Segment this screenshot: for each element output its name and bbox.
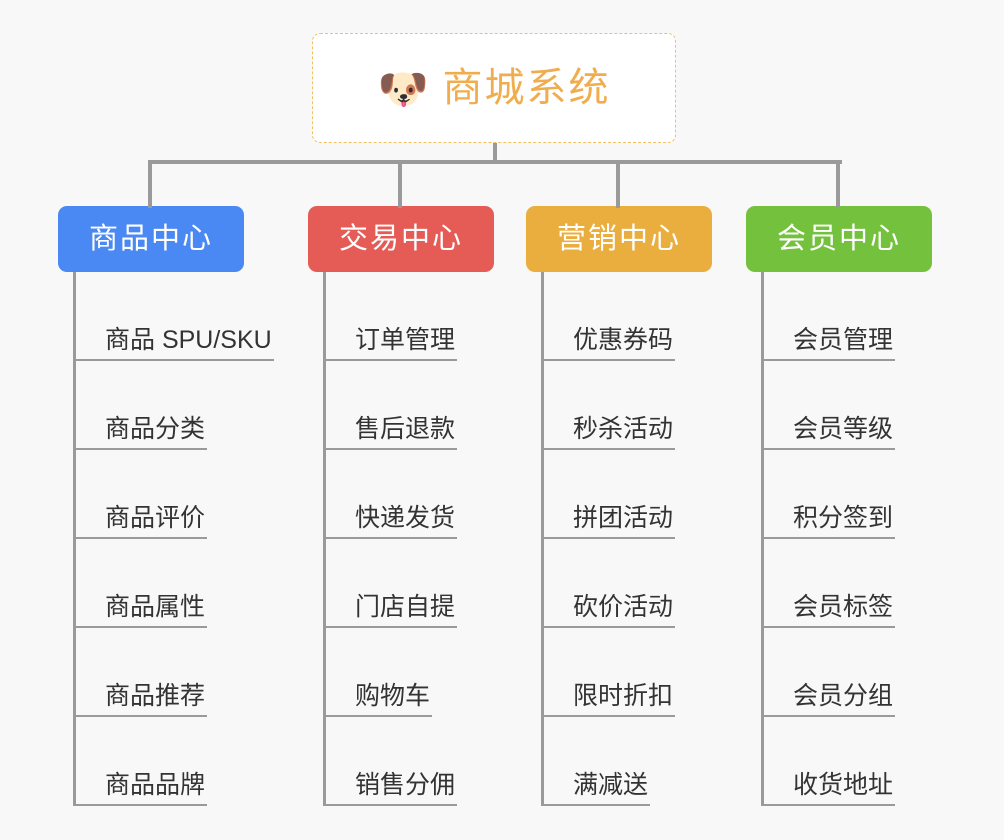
leaf-underline <box>73 359 274 361</box>
connector-drop-1 <box>148 160 152 208</box>
leaf-item[interactable]: 商品 SPU/SKU <box>73 272 274 361</box>
leaf-underline <box>541 804 650 806</box>
leaf-item-label: 积分签到 <box>793 504 894 533</box>
leaf-item-label: 商品 SPU/SKU <box>105 326 272 355</box>
leaf-item-label: 优惠券码 <box>573 326 674 355</box>
branch-column-3: 营销中心优惠券码秒杀活动拼团活动砍价活动限时折扣满减送 <box>526 206 712 806</box>
leaf-underline <box>761 626 895 628</box>
branch-header-3[interactable]: 营销中心 <box>526 206 712 272</box>
leaf-underline <box>541 715 675 717</box>
leaf-item-label: 快递发货 <box>355 504 456 533</box>
leaf-item-label: 收货地址 <box>793 771 894 800</box>
branch-column-1: 商品中心商品 SPU/SKU 商品分类商品评价商品属性商品推荐商品品牌 <box>58 206 274 806</box>
leaf-underline <box>323 537 457 539</box>
leaf-underline <box>541 448 675 450</box>
connector-drop-2 <box>398 160 402 208</box>
branch-items-2: 订单管理售后退款快递发货门店自提购物车销售分佣 <box>323 272 494 806</box>
leaf-item[interactable]: 收货地址 <box>761 717 932 806</box>
connector-drop-3 <box>616 160 620 208</box>
leaf-item[interactable]: 拼团活动 <box>541 450 712 539</box>
leaf-underline <box>541 537 675 539</box>
leaf-underline <box>73 626 207 628</box>
leaf-underline <box>323 715 432 717</box>
connector-spine-2 <box>323 272 326 806</box>
leaf-item[interactable]: 砍价活动 <box>541 539 712 628</box>
leaf-item[interactable]: 售后退款 <box>323 361 494 450</box>
leaf-underline <box>541 359 675 361</box>
leaf-item-label: 售后退款 <box>355 415 456 444</box>
leaf-item[interactable]: 订单管理 <box>323 272 494 361</box>
leaf-item[interactable]: 商品品牌 <box>73 717 274 806</box>
leaf-item[interactable]: 购物车 <box>323 628 494 717</box>
leaf-item-label: 销售分佣 <box>355 771 456 800</box>
leaf-item-label: 满减送 <box>573 771 649 800</box>
leaf-underline <box>761 804 895 806</box>
leaf-underline <box>323 448 457 450</box>
leaf-item-label: 会员标签 <box>793 593 894 622</box>
leaf-underline <box>761 448 895 450</box>
leaf-item-label: 会员等级 <box>793 415 894 444</box>
leaf-underline <box>761 715 895 717</box>
leaf-item-label: 门店自提 <box>355 593 456 622</box>
leaf-item[interactable]: 会员等级 <box>761 361 932 450</box>
leaf-item[interactable]: 商品分类 <box>73 361 274 450</box>
leaf-item-label: 订单管理 <box>355 326 456 355</box>
leaf-item-label: 限时折扣 <box>573 682 674 711</box>
leaf-item-label: 秒杀活动 <box>573 415 674 444</box>
leaf-item[interactable]: 商品评价 <box>73 450 274 539</box>
branch-items-3: 优惠券码秒杀活动拼团活动砍价活动限时折扣满减送 <box>541 272 712 806</box>
leaf-underline <box>761 537 895 539</box>
leaf-item[interactable]: 商品属性 <box>73 539 274 628</box>
leaf-item[interactable]: 会员标签 <box>761 539 932 628</box>
leaf-item[interactable]: 会员管理 <box>761 272 932 361</box>
branch-header-2[interactable]: 交易中心 <box>308 206 494 272</box>
leaf-item[interactable]: 快递发货 <box>323 450 494 539</box>
leaf-item[interactable]: 秒杀活动 <box>541 361 712 450</box>
leaf-item[interactable]: 门店自提 <box>323 539 494 628</box>
leaf-item-label: 会员管理 <box>793 326 894 355</box>
branch-header-1[interactable]: 商品中心 <box>58 206 244 272</box>
leaf-item[interactable]: 限时折扣 <box>541 628 712 717</box>
leaf-item-label: 会员分组 <box>793 682 894 711</box>
leaf-item[interactable]: 满减送 <box>541 717 712 806</box>
leaf-underline <box>323 804 457 806</box>
leaf-underline <box>73 804 207 806</box>
connector-spine-1 <box>73 272 76 806</box>
leaf-item-label: 砍价活动 <box>573 593 674 622</box>
leaf-item-label: 商品评价 <box>105 504 206 533</box>
root-node-shop-system[interactable]: 🐶 商城系统 <box>312 33 676 143</box>
leaf-item-label: 商品品牌 <box>105 771 206 800</box>
branch-header-4[interactable]: 会员中心 <box>746 206 932 272</box>
leaf-item[interactable]: 优惠券码 <box>541 272 712 361</box>
leaf-item-label: 商品推荐 <box>105 682 206 711</box>
leaf-item[interactable]: 销售分佣 <box>323 717 494 806</box>
branch-column-2: 交易中心订单管理售后退款快递发货门店自提购物车销售分佣 <box>308 206 494 806</box>
leaf-underline <box>73 537 207 539</box>
connector-spine-3 <box>541 272 544 806</box>
leaf-item-label: 拼团活动 <box>573 504 674 533</box>
leaf-underline <box>761 359 895 361</box>
branch-items-1: 商品 SPU/SKU 商品分类商品评价商品属性商品推荐商品品牌 <box>73 272 274 806</box>
branch-items-4: 会员管理会员等级积分签到会员标签会员分组收货地址 <box>761 272 932 806</box>
leaf-item-label: 商品属性 <box>105 593 206 622</box>
leaf-underline <box>323 626 457 628</box>
leaf-item-label: 购物车 <box>355 682 431 711</box>
leaf-item[interactable]: 商品推荐 <box>73 628 274 717</box>
leaf-item[interactable]: 积分签到 <box>761 450 932 539</box>
leaf-item[interactable]: 会员分组 <box>761 628 932 717</box>
connector-horizontal-bus <box>148 160 842 164</box>
leaf-underline <box>73 715 207 717</box>
branch-column-4: 会员中心会员管理会员等级积分签到会员标签会员分组收货地址 <box>746 206 932 806</box>
leaf-item-label: 商品分类 <box>105 415 206 444</box>
leaf-underline <box>541 626 675 628</box>
root-node-title: 商城系统 <box>442 66 611 110</box>
leaf-underline <box>73 448 207 450</box>
connector-spine-4 <box>761 272 764 806</box>
leaf-underline <box>323 359 457 361</box>
dog-face-icon: 🐶 <box>377 64 429 113</box>
connector-drop-4 <box>836 160 840 208</box>
connector-root-vertical <box>493 143 497 163</box>
